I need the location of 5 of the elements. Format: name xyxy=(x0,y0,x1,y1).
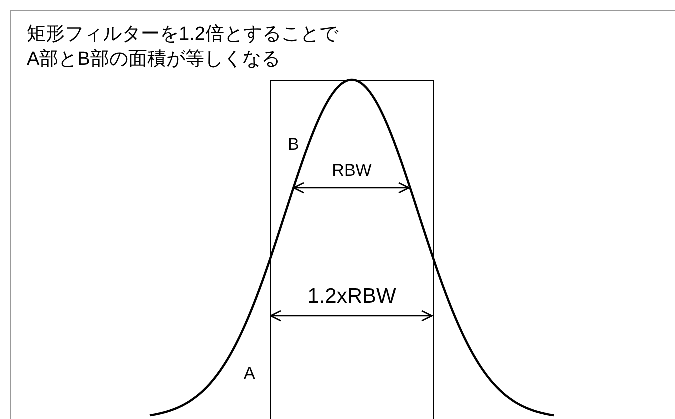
area-label: B xyxy=(288,136,300,153)
dimension-label: 1.2xRBW xyxy=(308,286,396,307)
dimension-label: RBW xyxy=(332,162,372,179)
area-label: A xyxy=(244,365,256,382)
title: 矩形フィルターを1.2倍とすることでA部とB部の面積が等しくなる xyxy=(27,23,340,72)
